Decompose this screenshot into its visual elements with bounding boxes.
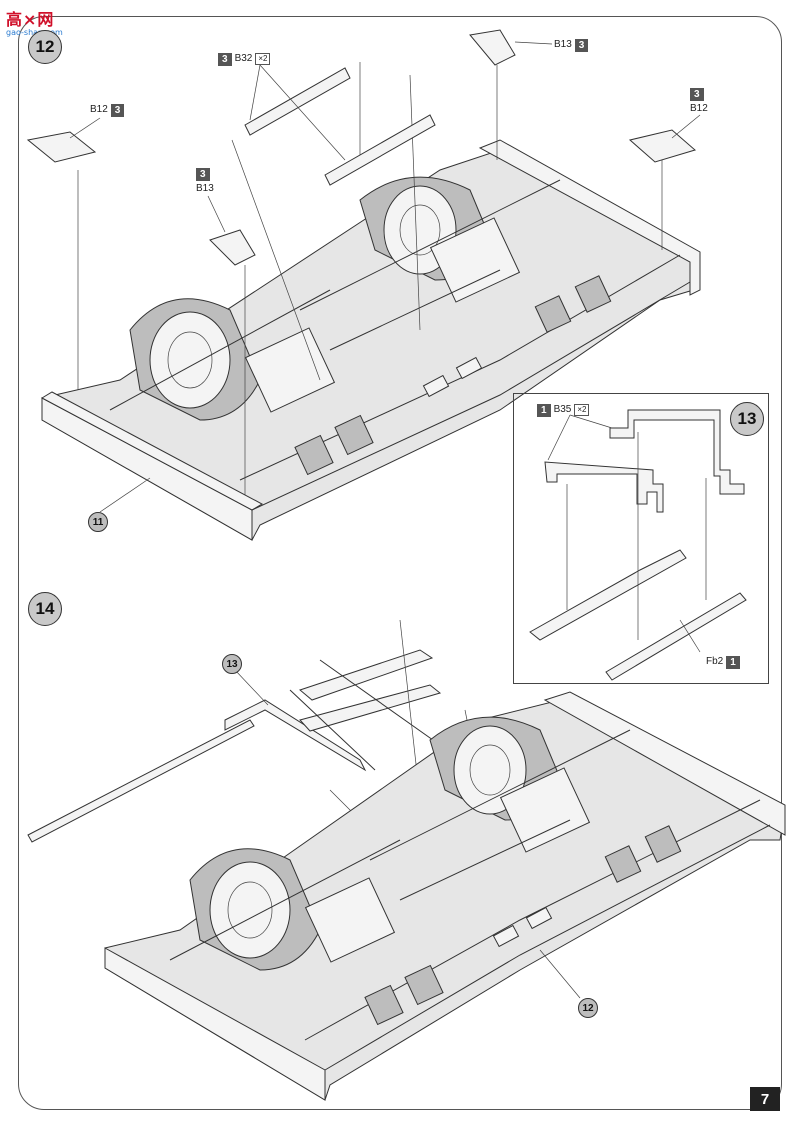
sprue-tag: 1 — [726, 655, 740, 669]
step-14-badge: 14 — [28, 592, 62, 626]
part-number: B12 — [690, 103, 708, 114]
page-frame — [18, 16, 782, 1110]
leader-b12-right — [671, 114, 701, 139]
step14-assembly — [27, 619, 786, 1101]
leader-b35-b — [569, 414, 613, 429]
step13-parts — [529, 409, 747, 681]
sprue-tag: 3 — [218, 52, 232, 66]
sprue-tag: 3 — [690, 88, 704, 101]
label-b12-left: B12 3 — [90, 103, 125, 117]
label-b32: 3 B32 ×2 — [218, 52, 271, 66]
leader-b13-top — [514, 41, 553, 45]
leader-ref-11 — [99, 477, 151, 513]
step-13-badge: 13 — [730, 402, 764, 436]
part-number: B13 — [196, 183, 214, 194]
leader-b13-left — [207, 195, 226, 233]
leader-fb2 — [679, 619, 701, 653]
leader-ref-13 — [234, 669, 269, 706]
part-number: B13 — [554, 39, 572, 50]
sprue-tag: 1 — [537, 403, 551, 417]
label-b13-left: 3 B13 — [196, 168, 214, 196]
leader-b32-b — [259, 64, 346, 161]
label-b13-top: B13 3 — [554, 38, 589, 52]
step-12-badge: 12 — [28, 30, 62, 64]
leader-b12-left — [69, 117, 101, 139]
quantity-tag: ×2 — [574, 404, 590, 416]
watermark-text: 高×网 — [6, 10, 55, 29]
part-number: B35 — [553, 404, 572, 415]
quantity-tag: ×2 — [255, 53, 271, 65]
label-b35: 1 B35 ×2 — [537, 403, 590, 417]
label-b12-right: 3 B12 — [690, 88, 708, 116]
subassembly-ref-12: 12 — [578, 998, 598, 1018]
step-13-inset — [513, 393, 769, 684]
sprue-tag: 3 — [196, 168, 210, 181]
subassembly-ref-13: 13 — [222, 654, 242, 674]
part-number: B32 — [234, 53, 253, 64]
step12-chassis — [26, 29, 701, 541]
leader-b32-a — [249, 64, 261, 121]
page-number: 7 — [750, 1087, 780, 1111]
subassembly-ref-11: 11 — [88, 512, 108, 532]
sprue-tag: 3 — [574, 38, 589, 52]
part-number: B12 — [90, 104, 108, 115]
part-number: Fb2 — [706, 656, 724, 667]
label-fb2: Fb2 1 — [706, 655, 740, 669]
leader-b35-a — [547, 414, 571, 461]
sprue-tag: 3 — [110, 103, 125, 117]
